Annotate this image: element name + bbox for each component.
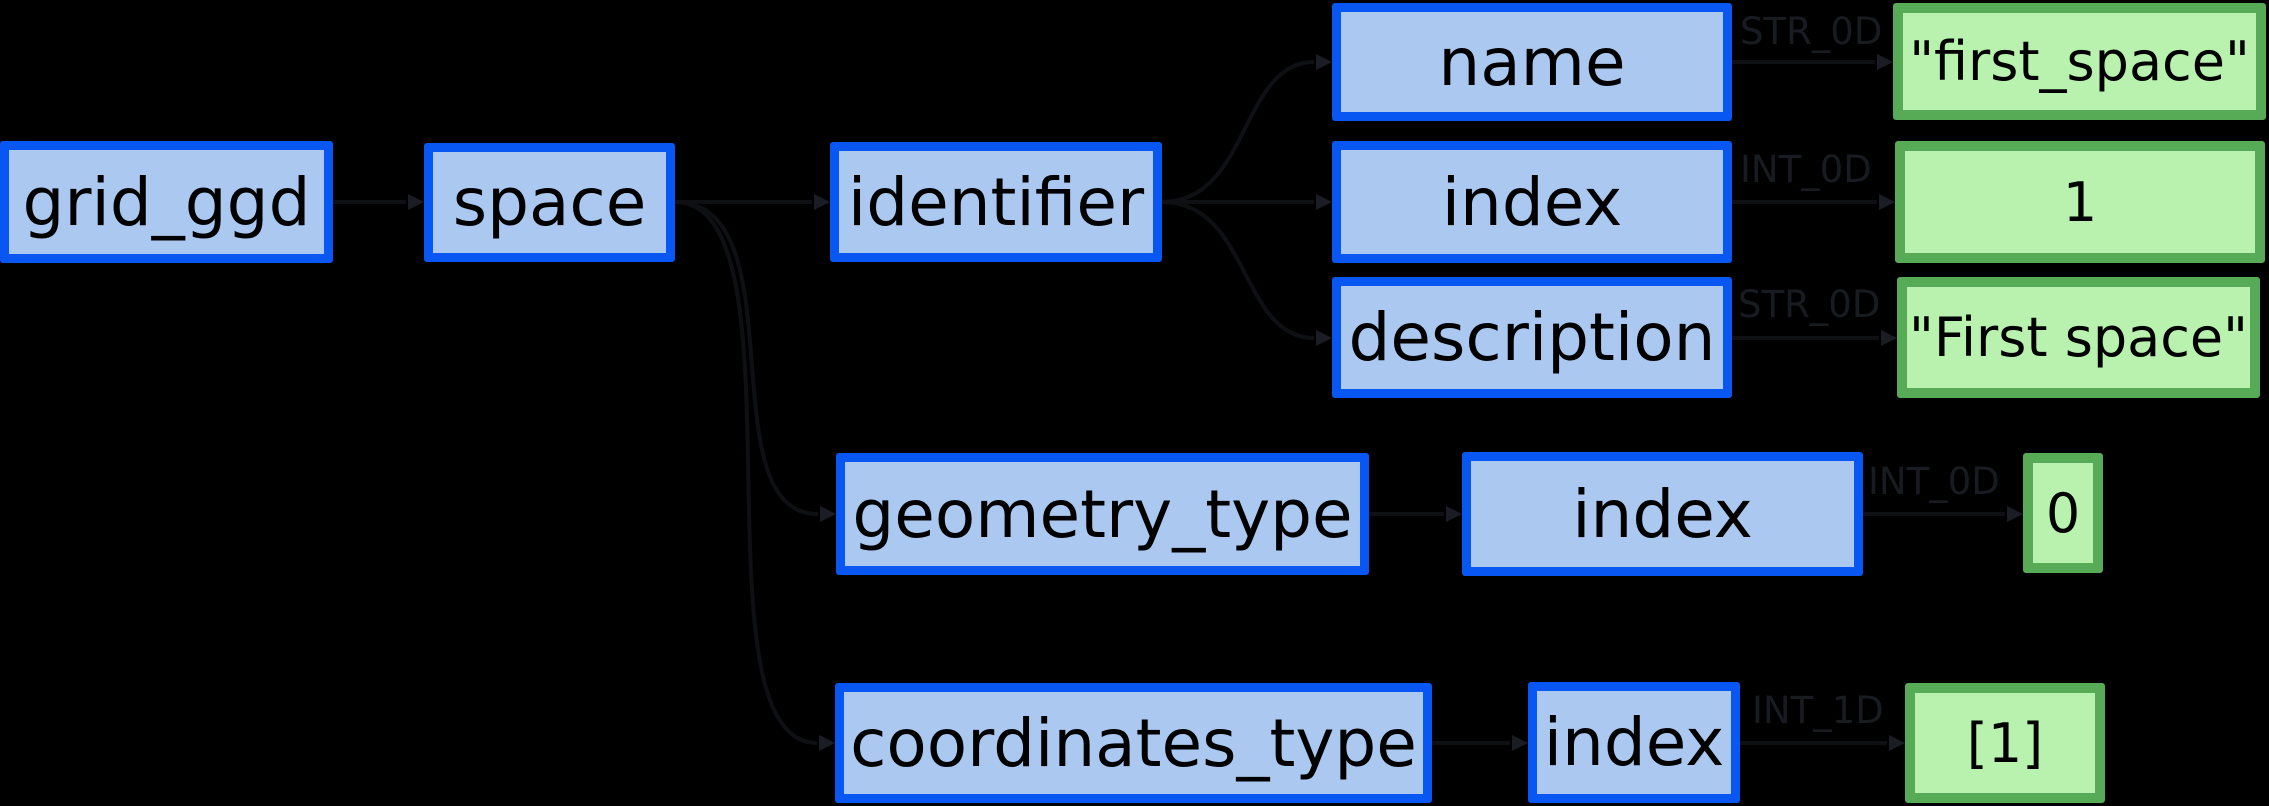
node-label: index — [1572, 475, 1753, 553]
node-label: index — [1441, 163, 1623, 241]
node-label: space — [452, 164, 647, 241]
edge-label-str0d-description: STR_0D — [1738, 283, 1881, 326]
value-label: 1 — [2062, 170, 2098, 234]
value-geometry-type-index: 0 — [2023, 453, 2103, 573]
value-coordinates-type-index: [1] — [1905, 683, 2105, 803]
node-coordinates-type: coordinates_type — [835, 683, 1432, 803]
node-identifier: identifier — [830, 142, 1162, 262]
value-name: "first_space" — [1893, 3, 2266, 120]
edge-identifier-description — [1161, 200, 1315, 340]
value-description: "First space" — [1897, 277, 2260, 398]
node-name: name — [1332, 3, 1732, 121]
edge-space-geometrytype — [674, 200, 819, 516]
arrowhead — [1446, 506, 1462, 522]
arrowhead — [2007, 506, 2023, 522]
node-label: index — [1543, 704, 1725, 781]
arrowhead — [1879, 194, 1895, 210]
edge-label-str0d-name: STR_0D — [1740, 10, 1883, 53]
arrowhead — [820, 506, 836, 522]
edge-label-int0d-geometry: INT_0D — [1868, 460, 2000, 503]
value-label: "First space" — [1909, 306, 2248, 369]
edge-space-coordinatestype — [674, 200, 818, 745]
node-description: description — [1332, 277, 1732, 398]
node-grid-ggd: grid_ggd — [0, 141, 333, 263]
node-identifier-index: index — [1332, 141, 1732, 263]
arrowhead — [1881, 330, 1897, 346]
arrowhead — [814, 194, 830, 210]
node-geometry-type-index: index — [1462, 452, 1863, 576]
node-label: grid_ggd — [22, 163, 311, 241]
arrowhead — [1316, 54, 1332, 70]
node-label: description — [1348, 299, 1716, 376]
node-label: identifier — [847, 163, 1145, 241]
node-label: geometry_type — [852, 475, 1353, 553]
arrowhead — [1316, 330, 1332, 346]
edge-label-int0d-index: INT_0D — [1740, 148, 1872, 191]
arrowhead — [1877, 54, 1893, 70]
node-space: space — [424, 143, 675, 262]
node-label: name — [1438, 23, 1626, 101]
value-label: 0 — [2045, 481, 2081, 545]
node-geometry-type: geometry_type — [836, 453, 1369, 575]
arrowhead — [1316, 194, 1332, 210]
node-label: coordinates_type — [850, 704, 1417, 782]
edge-identifier-name — [1161, 60, 1315, 204]
node-coordinates-type-index: index — [1528, 682, 1740, 803]
edge-label-int1d-coordinates: INT_1D — [1752, 689, 1884, 732]
value-label: [1] — [1966, 711, 2044, 775]
arrowhead — [819, 735, 835, 751]
value-index: 1 — [1895, 141, 2265, 263]
arrowhead — [408, 194, 424, 210]
arrowhead — [1512, 735, 1528, 751]
arrowhead — [1889, 735, 1905, 751]
value-label: "first_space" — [1909, 30, 2250, 93]
